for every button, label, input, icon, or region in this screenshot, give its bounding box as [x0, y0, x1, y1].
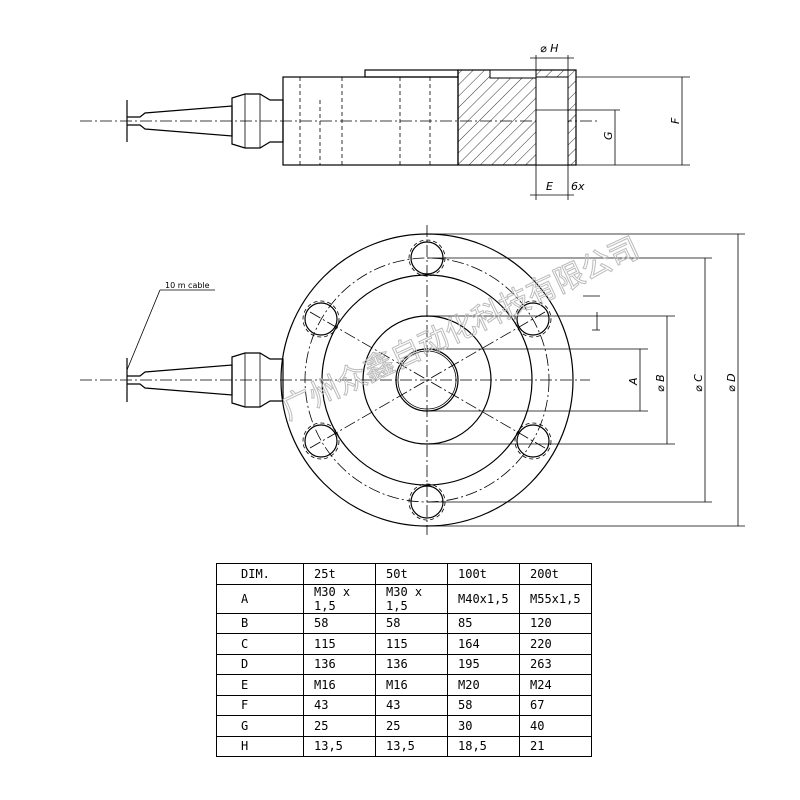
dim-label-cell: A: [216, 583, 304, 614]
value-cell: 67: [519, 694, 592, 716]
value-cell: 164: [447, 633, 520, 655]
value-cell: 18,5: [447, 735, 520, 757]
value-cell: 43: [375, 694, 448, 716]
watermark: 广州众鑫自动化科技有限公司: [277, 231, 645, 428]
label-phi-h: ⌀ H: [540, 42, 558, 55]
value-cell: 13,5: [303, 735, 376, 757]
value-cell: 120: [519, 612, 592, 634]
label-phi-d: ⌀ D: [725, 373, 738, 392]
value-cell: 115: [303, 633, 376, 655]
side-view: ⌀ H G F E 6x: [80, 42, 690, 200]
dim-label-cell: B: [216, 612, 304, 634]
value-cell: 263: [519, 653, 592, 675]
cable-label: 10 m cable: [165, 281, 210, 290]
dim-label-cell: E: [216, 674, 304, 696]
value-cell: 30: [447, 715, 520, 737]
value-cell: 25: [303, 715, 376, 737]
value-cell: 220: [519, 633, 592, 655]
value-cell: M20: [447, 674, 520, 696]
dim-label-cell: D: [216, 653, 304, 675]
value-cell: 136: [375, 653, 448, 675]
label-e: E: [546, 180, 553, 193]
header-cell: 50t: [375, 563, 448, 585]
value-cell: M30 x 1,5: [303, 583, 376, 614]
label-phi-c: ⌀ C: [692, 374, 705, 392]
value-cell: M16: [375, 674, 448, 696]
label-g: G: [602, 131, 615, 140]
value-cell: 136: [303, 653, 376, 675]
value-cell: 25: [375, 715, 448, 737]
value-cell: M16: [303, 674, 376, 696]
value-cell: M24: [519, 674, 592, 696]
table-header-row: DIM. 25t 50t 100t 200t: [216, 563, 592, 585]
value-cell: 58: [375, 612, 448, 634]
label-6x: 6x: [571, 180, 585, 193]
header-cell: 200t: [519, 563, 592, 585]
header-cell: DIM.: [216, 563, 304, 585]
label-phi-b: ⌀ B: [654, 374, 667, 392]
value-cell: 13,5: [375, 735, 448, 757]
value-cell: 195: [447, 653, 520, 675]
value-cell: 43: [303, 694, 376, 716]
header-cell: 25t: [303, 563, 376, 585]
value-cell: M40x1,5: [447, 583, 520, 614]
label-a: A: [627, 377, 640, 386]
value-cell: M30 x 1,5: [375, 583, 448, 614]
top-view: 10 m cable A ⌀ B ⌀ C ⌀ D 广州众鑫自动化科技有限公司: [80, 225, 745, 535]
value-cell: 58: [303, 612, 376, 634]
dim-label-cell: F: [216, 694, 304, 716]
dim-label-cell: G: [216, 715, 304, 737]
dim-label-cell: C: [216, 633, 304, 655]
value-cell: 85: [447, 612, 520, 634]
value-cell: 40: [519, 715, 592, 737]
value-cell: 115: [375, 633, 448, 655]
value-cell: 21: [519, 735, 592, 757]
value-cell: M55x1,5: [519, 583, 592, 614]
header-cell: 100t: [447, 563, 520, 585]
label-f: F: [669, 117, 682, 124]
value-cell: 58: [447, 694, 520, 716]
dim-label-cell: H: [216, 735, 304, 757]
